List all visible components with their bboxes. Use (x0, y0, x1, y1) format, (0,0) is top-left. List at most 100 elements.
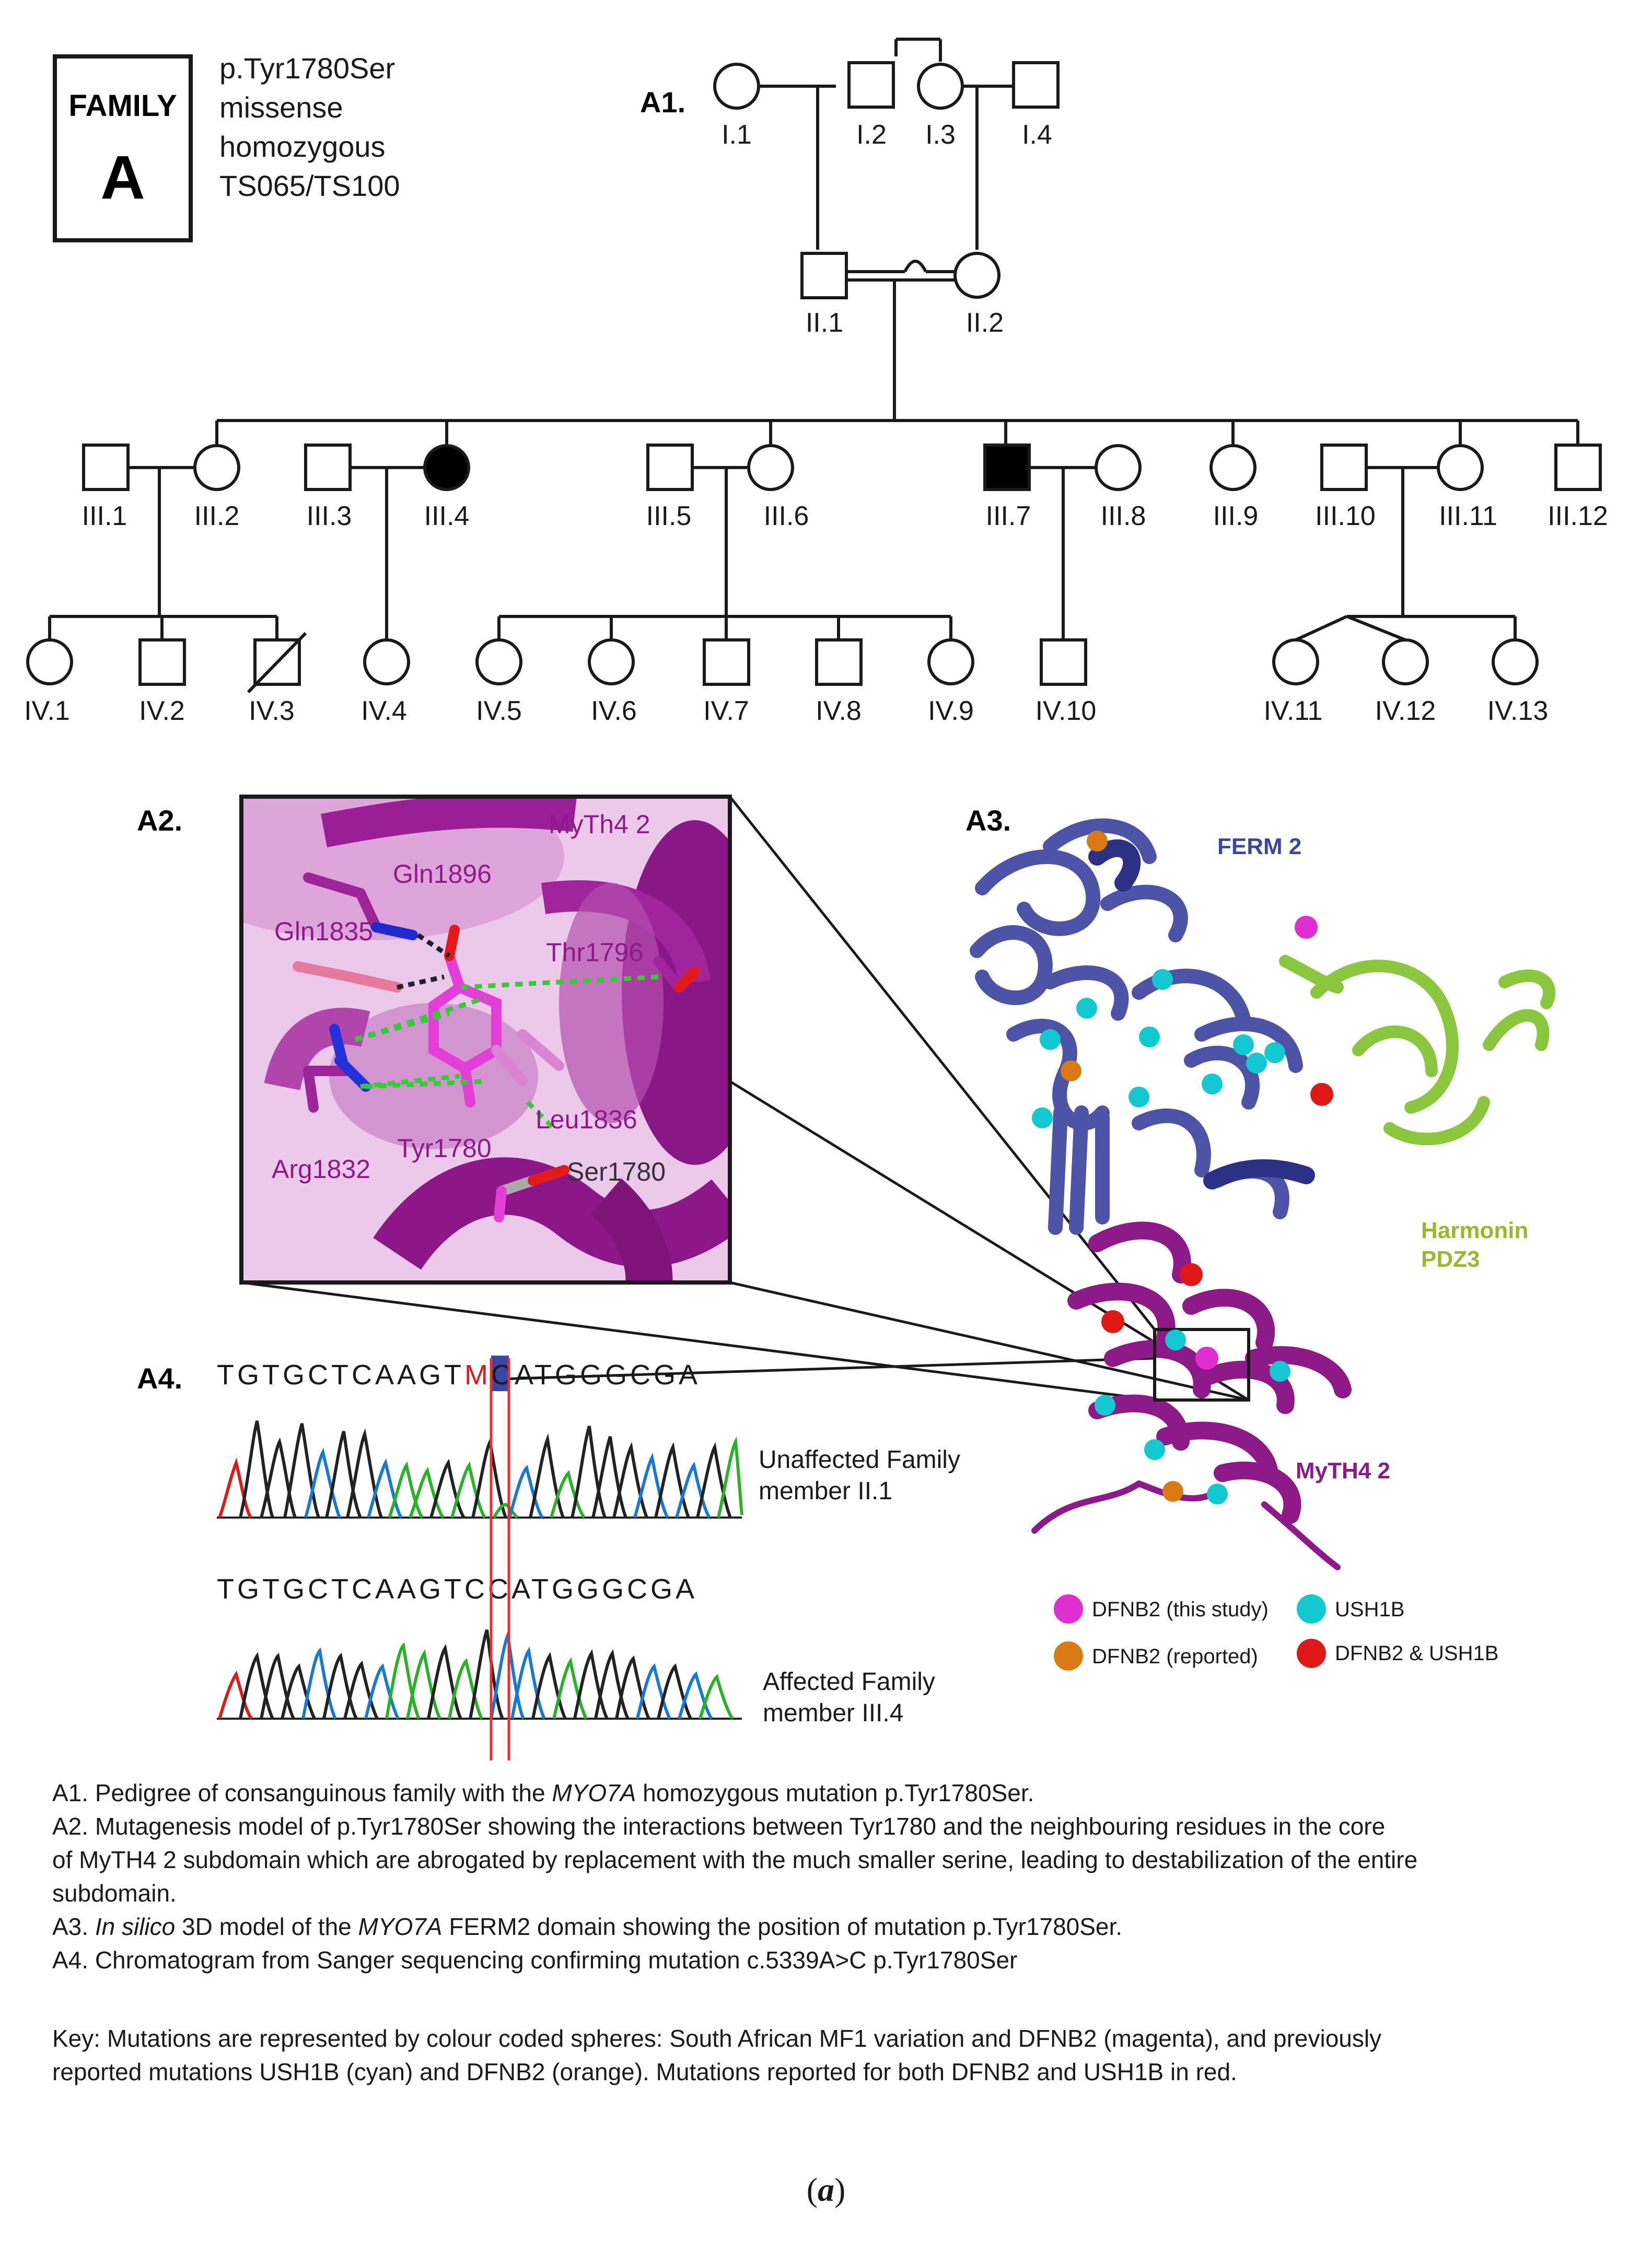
pedigree-female (475, 638, 522, 685)
pedigree-label: III.12 (1548, 501, 1608, 531)
pedigree-label: IV.8 (816, 696, 862, 726)
a2-label-leu1836: Leu1836 (536, 1105, 637, 1134)
a3-protein-model: FERM 2 Harmonin PDZ3 MyTH4 2 (970, 818, 1556, 1570)
family-info-line: missense (219, 91, 343, 124)
pedigree-male (1320, 444, 1368, 491)
trace-1-label: member II.1 (759, 1477, 892, 1505)
a2-label-thr1796: Thr1796 (546, 938, 643, 967)
legend-swatch-ush1b (1297, 1594, 1326, 1624)
pedigree-male (815, 638, 863, 686)
figure-caption: A1. Pedigree of consanguinous family wit… (52, 1776, 1609, 1977)
pedigree-female (927, 638, 974, 685)
pedigree-male (138, 638, 186, 686)
pedigree-label: I.1 (722, 120, 752, 150)
pedigree-label: III.3 (307, 501, 352, 531)
sequence-1: TGTGCTCAAGTMCATGGGCGA (217, 1359, 701, 1391)
pedigree-female (1382, 638, 1429, 685)
family-box-letter: A (100, 143, 145, 212)
pedigree-female (1272, 638, 1319, 685)
panel-label-a4: A4. (137, 1362, 182, 1395)
pedigree-label: III.5 (646, 501, 692, 531)
legend-swatch-dfnb2-ush1b (1297, 1639, 1326, 1668)
a2-label-domain: MyTh4 2 (549, 810, 650, 839)
pedigree-label: IV.12 (1375, 696, 1436, 726)
a2-label-gln1896: Gln1896 (393, 859, 492, 889)
pedigree-label: III.7 (986, 501, 1031, 531)
pedigree-chart (26, 38, 1602, 694)
pedigree-affected-female (423, 444, 470, 491)
family-info-line: homozygous (219, 130, 386, 163)
legend-label: USH1B (1335, 1598, 1404, 1621)
variant-highlight (491, 1356, 509, 1391)
subfigure-label: (a) (806, 2171, 846, 2208)
pedigree-female (747, 444, 794, 491)
caption-a1: A1. Pedigree of consanguinous family wit… (52, 1779, 1034, 1806)
pedigree-male (82, 444, 130, 491)
caption-a3: A3. In silico 3D model of the MYO7A FERM… (52, 1913, 1123, 1940)
pedigree-label: IV.6 (591, 696, 637, 726)
pedigree-female (26, 638, 73, 685)
pedigree-male (304, 444, 352, 491)
pedigree-label: IV.9 (928, 696, 974, 726)
pedigree-label: IV.13 (1487, 696, 1549, 726)
pedigree-female (953, 252, 1000, 299)
pedigree-label: I.2 (856, 120, 887, 150)
pedigree-female (917, 63, 964, 110)
family-info-text: p.Tyr1780Ser missense homozygous TS065/T… (219, 52, 400, 202)
family-info-line: p.Tyr1780Ser (219, 52, 395, 85)
pedigree-label: IV.2 (139, 696, 185, 726)
legend-swatch-dfnb2-this-study (1054, 1594, 1083, 1624)
legend-label: DFNB2 (this study) (1092, 1598, 1269, 1621)
a3-label-harmonin: Harmonin (1421, 1218, 1528, 1243)
a2-label-gln1835: Gln1835 (274, 917, 373, 946)
sequence-2: TGTGCTCAAGTCCATGGGCGA (217, 1573, 697, 1605)
pedigree-male (800, 252, 848, 299)
pedigree-female (1209, 444, 1257, 491)
pedigree-female (363, 638, 410, 685)
family-info-line: TS065/TS100 (219, 169, 400, 202)
pedigree-label: I.4 (1022, 120, 1052, 150)
caption-a2: subdomain. (52, 1880, 177, 1907)
pedigree-female (588, 638, 635, 685)
pedigree-female (1437, 444, 1484, 491)
pedigree-male (847, 61, 895, 109)
key-line: reported mutations USH1B (cyan) and DFNB… (52, 2058, 1237, 2085)
pedigree-male (1012, 61, 1060, 109)
pedigree-label: IV.7 (703, 696, 749, 726)
pedigree-label: IV.10 (1036, 696, 1097, 726)
pedigree-label: IV.5 (476, 696, 522, 726)
a3-label-ferm2: FERM 2 (1217, 834, 1301, 859)
trace-2-label: Affected Family (763, 1668, 935, 1696)
panel-label-a1: A1. (640, 86, 685, 119)
trace-2-label: member III.4 (763, 1699, 903, 1727)
pedigree-label: III.9 (1213, 501, 1259, 531)
family-box-word: FAMILY (68, 89, 177, 123)
a4-chromatogram: TGTGCTCAAGTMCATGGGCGA (217, 1356, 960, 1760)
panel-label-a2: A2. (137, 804, 182, 837)
trace-1-label: Unaffected Family (759, 1446, 960, 1474)
pedigree-female (1095, 444, 1142, 491)
pedigree-label: IV.4 (361, 696, 407, 726)
pedigree-label: III.10 (1315, 501, 1376, 531)
key-line: Key: Mutations are represented by colour… (52, 2025, 1382, 2052)
caption-a4: A4. Chromatogram from Sanger sequencing … (52, 1946, 1018, 1974)
legend-swatch-dfnb2-reported (1054, 1641, 1083, 1671)
a2-label-arg1832: Arg1832 (272, 1154, 370, 1184)
pedigree-male (703, 638, 750, 686)
pedigree-label: III.6 (764, 501, 809, 531)
pedigree-male (1040, 638, 1087, 686)
pedigree-label: IV.11 (1264, 696, 1323, 726)
caption-a2: A2. Mutagenesis model of p.Tyr1780Ser sh… (52, 1813, 1386, 1840)
legend-label: DFNB2 & USH1B (1335, 1642, 1498, 1665)
mutation-spheres (1032, 831, 1333, 1504)
figure-key: Key: Mutations are represented by colour… (52, 2022, 1609, 2089)
pedigree-label: III.1 (82, 501, 127, 531)
pedigree-female (713, 63, 760, 110)
pedigree-male (646, 444, 694, 491)
pedigree-label: III.11 (1439, 501, 1497, 531)
a3-label-harmonin-pdz: PDZ3 (1421, 1246, 1480, 1272)
a2-label-ser1780: Ser1780 (567, 1157, 666, 1186)
pedigree-label: IV.3 (249, 696, 295, 726)
family-info-box: FAMILY A (53, 54, 193, 242)
pedigree-female (1492, 638, 1539, 685)
